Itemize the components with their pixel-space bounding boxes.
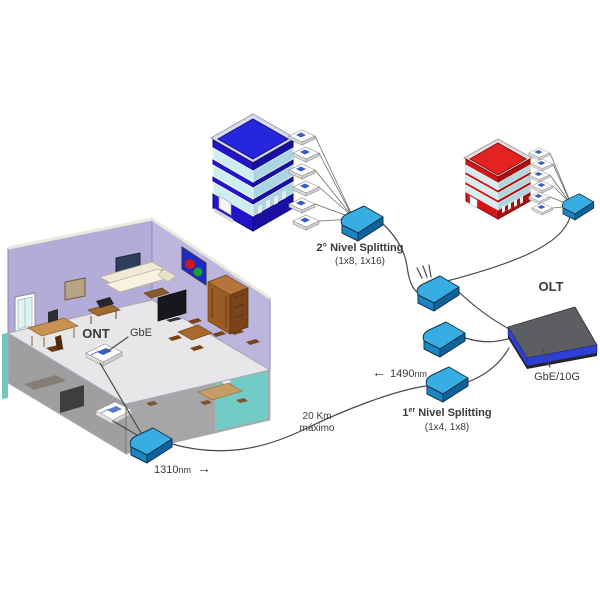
level1-sup: er <box>409 407 416 414</box>
picture-frame-small <box>64 277 86 301</box>
olt-device <box>507 306 598 369</box>
tv <box>157 289 187 322</box>
olt-uplink-label: GbE/10G <box>534 371 580 383</box>
distance-label-line1: 20 Km <box>303 411 332 422</box>
blue-windows-right <box>252 147 294 217</box>
fiber-firstlevel-bottom-to-olt <box>467 347 510 383</box>
house-wall-top-band <box>7 217 271 300</box>
red-roof <box>468 142 528 176</box>
blue-entrance-door <box>218 195 232 216</box>
fiber-runs <box>99 216 571 452</box>
fiber-input-pigtails <box>416 264 432 279</box>
first-level-splitter-middle <box>422 321 466 358</box>
lower-tv <box>60 385 84 413</box>
blue-entrance-steps <box>214 208 233 223</box>
desk-with-computer <box>27 309 79 352</box>
red-stack-fan-lines <box>549 152 573 209</box>
stack-ont-box <box>531 202 553 216</box>
red-entrance-door <box>469 195 478 209</box>
fiber-ont-upper-to-splitter <box>99 362 145 439</box>
stack-ont-box <box>531 180 553 194</box>
blue-window-slits <box>258 190 286 214</box>
side-table-typewriter <box>87 297 121 324</box>
red-building <box>462 138 534 220</box>
wavelength-1490-unit: nm <box>414 369 427 379</box>
dining-set <box>168 318 260 351</box>
level1-rest: Nivel Splitting <box>415 407 491 419</box>
level1-num: 1 <box>402 407 408 419</box>
level1-ratio-label: (1x4, 1x8) <box>425 422 469 433</box>
stack-ont-box <box>531 158 553 172</box>
blue-building <box>209 113 297 232</box>
coffee-table <box>143 287 170 299</box>
red-building-ont-stack <box>528 147 573 216</box>
red-window-slits <box>502 196 523 213</box>
ont-label: ONT <box>82 326 110 341</box>
wardrobe <box>207 274 249 335</box>
fiber-firstlevel-top-to-olt <box>458 291 510 330</box>
first-level-splitter-bottom <box>425 366 469 403</box>
olt-front-base <box>527 353 597 369</box>
gbe-label: GbE <box>130 327 152 339</box>
red-windows-right <box>497 164 531 211</box>
lower-sideboard <box>24 375 66 390</box>
fiber-firstlevel-mid-to-olt <box>464 337 513 343</box>
picture-frame-colorful <box>181 246 207 286</box>
level2-splitter <box>340 205 384 242</box>
stack-ont-box <box>292 146 320 163</box>
stack-ont-box <box>292 214 320 231</box>
blue-roof <box>216 118 290 160</box>
level1-splitting-label: 1er Nivel Splitting <box>402 407 491 419</box>
fiber-redsplitter-to-firstlevel <box>446 216 571 282</box>
lower-corner-desk <box>197 378 248 405</box>
left-arrow-icon: ← <box>372 364 386 380</box>
sofa <box>99 261 177 293</box>
level2-ratio-label: (1x8, 1x16) <box>335 256 385 267</box>
olt-left-base <box>508 335 527 369</box>
first-level-splitter-top <box>416 275 460 312</box>
stack-ont-box <box>528 169 550 183</box>
wavelength-1490-label: ← 1490nm <box>372 364 427 380</box>
olt-label: OLT <box>538 279 563 294</box>
fiber-level2-to-firstlevel <box>381 222 418 293</box>
fiber-gbe-pointer <box>107 336 129 352</box>
stack-ont-box <box>528 191 550 205</box>
stack-ont-box <box>292 180 320 197</box>
wavelength-1310-unit: nm <box>178 465 191 475</box>
distance-label-line2: máximo <box>299 423 334 434</box>
red-building-splitter <box>562 193 595 221</box>
wavelength-1310-value: 1310 <box>154 464 178 476</box>
fiber-house-to-firstlevel <box>171 385 427 452</box>
olt-uplink-pointer <box>541 347 551 368</box>
wavelength-1310-label: 1310nm → <box>154 460 211 476</box>
level2-splitting-label: 2° Nivel Splitting <box>317 242 404 254</box>
house-teal-left-edge <box>2 333 8 399</box>
house-window <box>14 292 36 334</box>
house: ONT GbE <box>2 217 272 455</box>
blue-building-ont-stack <box>288 129 355 231</box>
wavelength-1490-value: 1490 <box>390 368 414 380</box>
right-arrow-icon: → <box>197 460 211 476</box>
blue-stack-fan-lines <box>314 135 355 222</box>
